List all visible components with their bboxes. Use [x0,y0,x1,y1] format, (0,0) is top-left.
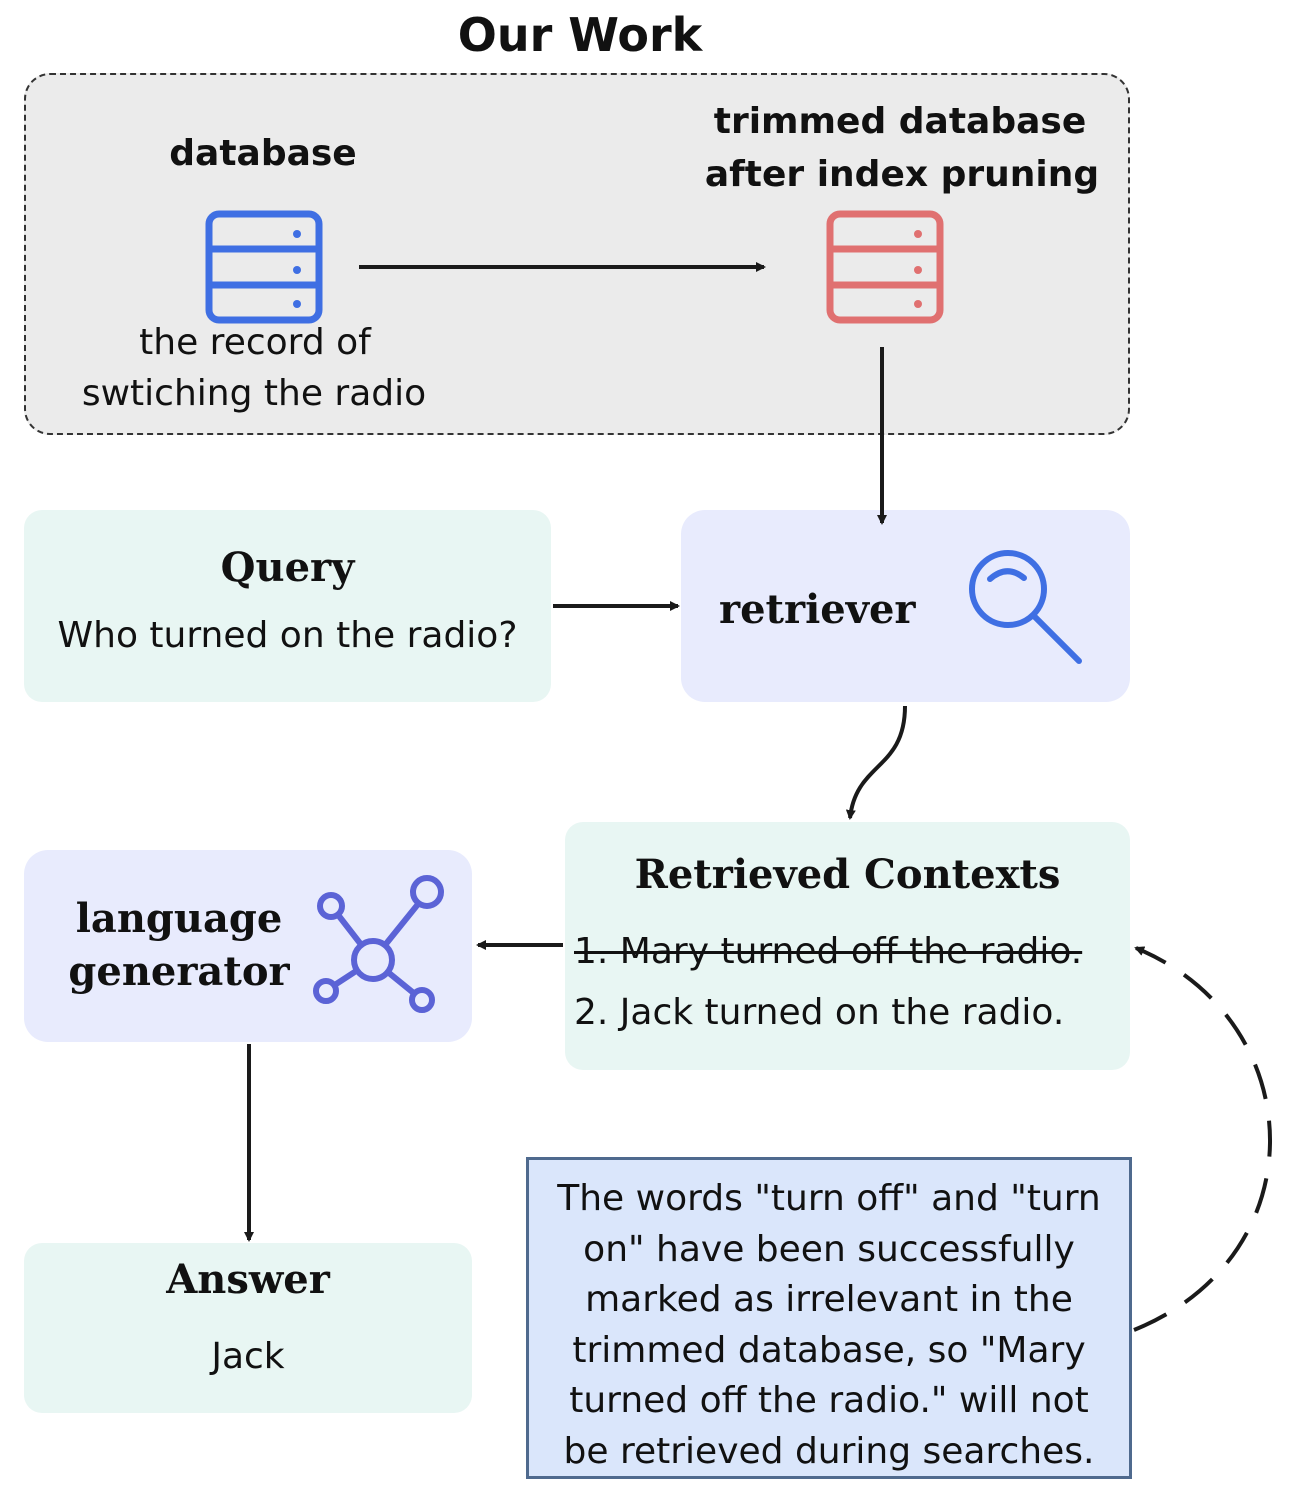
retriever-label: retriever [719,586,916,633]
context-item-2: 2. Jack turned on the radio. [574,992,1065,1033]
query-text: Who turned on the radio? [57,615,518,656]
explanation-note-text: The words "turn off" and "turn on" have … [557,1178,1101,1472]
retriever-box: retriever [681,510,1130,702]
database-label: database [169,133,357,174]
retrieved-contexts-box: Retrieved Contexts 1. Mary turned off th… [565,822,1130,1070]
dashed-arrow-note-to-contexts [1133,946,1272,1332]
retrieved-contexts-title: Retrieved Contexts [634,851,1061,898]
language-generator-box: language generator [24,850,472,1042]
network-icon [313,875,444,1013]
explanation-note-box: The words "turn off" and "turn on" have … [526,1157,1132,1479]
answer-text: Jack [211,1336,285,1377]
diagram-title: Our Work [457,8,703,62]
database-caption-line1: the record of [139,322,371,363]
trimmed-database-icon [826,210,944,324]
language-generator-label-line2: generator [68,948,290,995]
context-item-1: 1. Mary turned off the radio. [574,931,1083,972]
query-title: Query [220,544,355,591]
trimmed-database-label-line2: after index pruning [704,154,1100,195]
arrow-retriever-to-contexts [845,705,907,820]
answer-box: Answer Jack [24,1243,472,1413]
database-caption-line2: swtiching the radio [81,373,427,414]
database-icon [205,210,323,324]
query-box: Query Who turned on the radio? [24,510,551,702]
magnifier-icon [969,550,1082,664]
trimmed-database-label-line1: trimmed database [713,101,1087,142]
answer-title: Answer [166,1256,330,1303]
language-generator-label-line1: language [75,895,283,942]
